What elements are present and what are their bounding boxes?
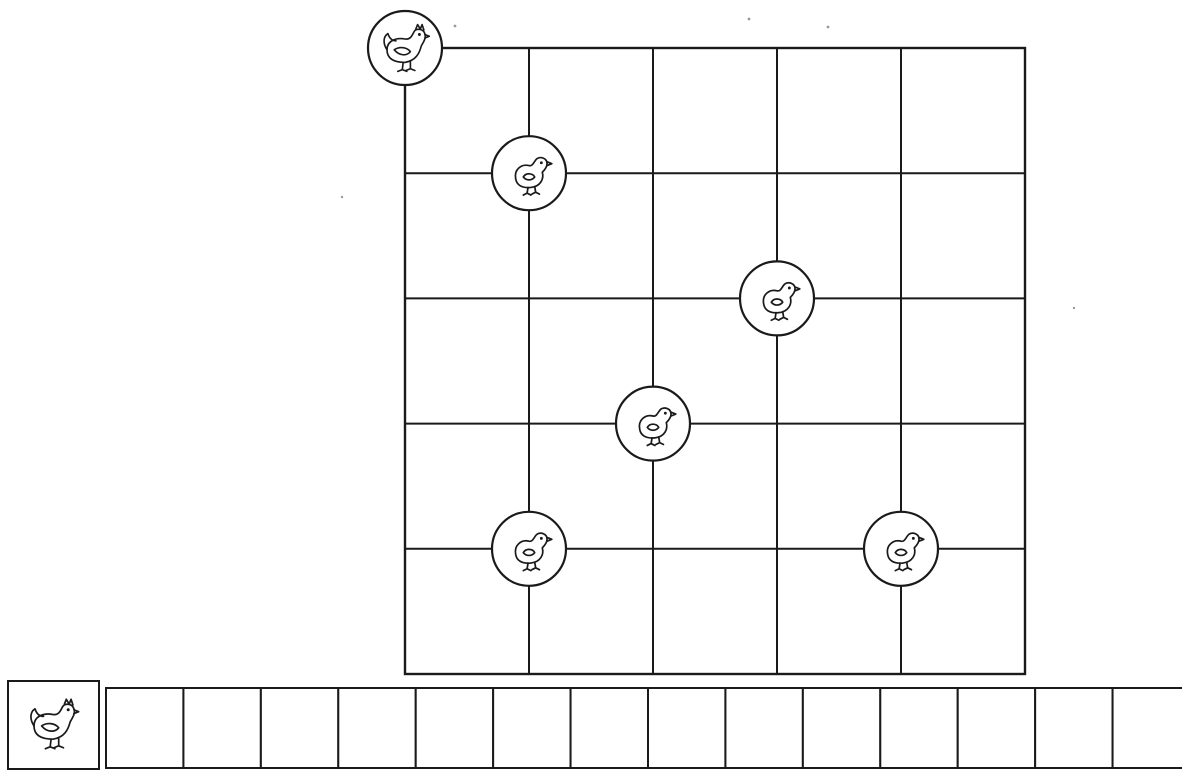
chick-token — [492, 512, 566, 586]
answer-box[interactable] — [1113, 688, 1182, 768]
answer-box[interactable] — [261, 688, 338, 768]
answer-box[interactable] — [958, 688, 1035, 768]
chick-token — [492, 136, 566, 210]
answer-box[interactable] — [725, 688, 802, 768]
board-background — [405, 48, 1025, 674]
answer-box[interactable] — [338, 688, 415, 768]
answer-strip — [8, 681, 1182, 769]
chick-token — [616, 387, 690, 461]
answer-box[interactable] — [571, 688, 648, 768]
chick-token — [864, 512, 938, 586]
answer-box[interactable] — [880, 688, 957, 768]
answer-strip-boxes — [106, 688, 1182, 768]
answer-box[interactable] — [493, 688, 570, 768]
answer-box[interactable] — [183, 688, 260, 768]
game-board — [405, 48, 1025, 674]
hen-token — [368, 11, 442, 85]
chick-token — [740, 261, 814, 335]
answer-box[interactable] — [416, 688, 493, 768]
answer-box[interactable] — [648, 688, 725, 768]
answer-box[interactable] — [1035, 688, 1112, 768]
answer-box[interactable] — [106, 688, 183, 768]
answer-box[interactable] — [803, 688, 880, 768]
